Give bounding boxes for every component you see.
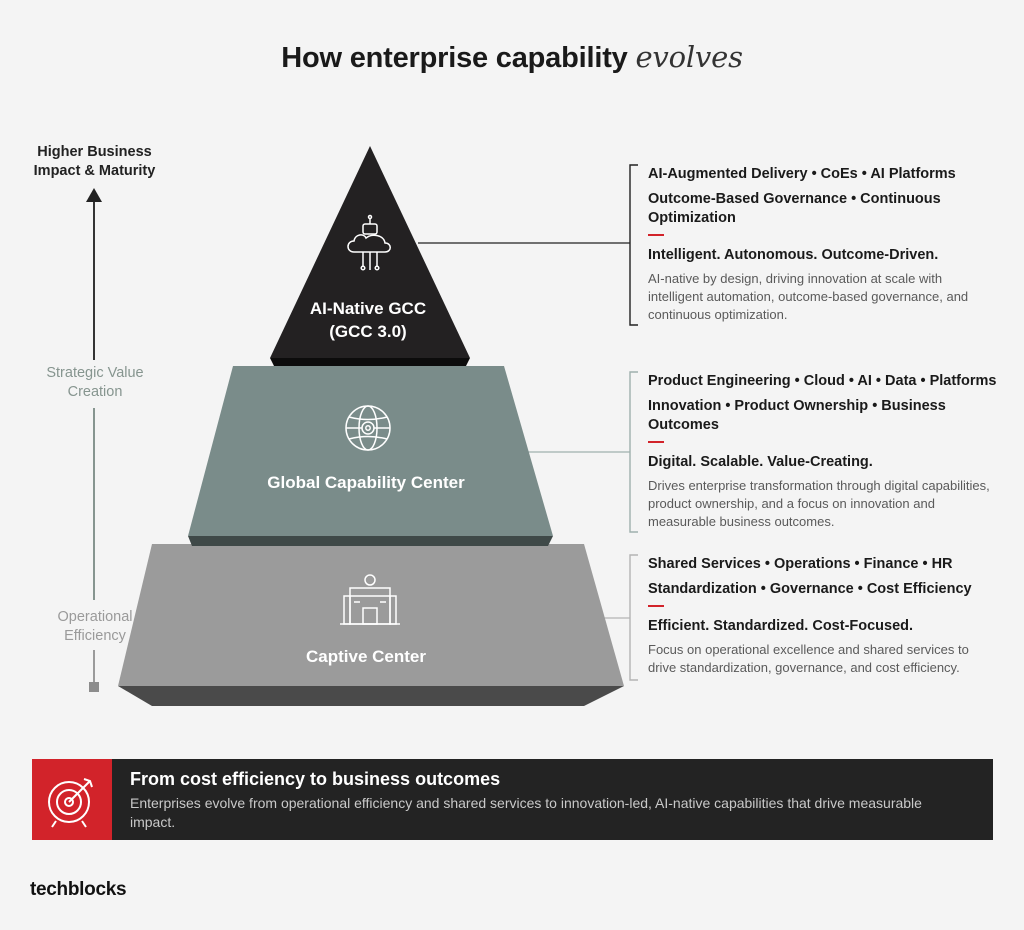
tier-1-keywords-1: AI-Augmented Delivery • CoEs • AI Platfo… (648, 166, 956, 182)
globe-gear-icon (345, 405, 391, 451)
banner-text: Enterprises evolve from operational effi… (130, 795, 922, 830)
tier-3-keywords-1: Shared Services • Operations • Finance •… (648, 556, 953, 572)
tier-3-face (118, 544, 624, 686)
tier-global-capability-center (188, 366, 553, 546)
tier-3-accent-dash (648, 605, 664, 607)
brand-logo: techblocks (30, 879, 127, 900)
tier-1-description: AI-native by design, driving innovation … (648, 271, 969, 322)
tier-3-base (118, 686, 624, 706)
tier-2-base (188, 536, 553, 546)
tier-1-base (270, 358, 470, 366)
tier-2-accent-dash (648, 441, 664, 443)
tier-2-face (188, 366, 553, 536)
bracket-tier-2 (629, 371, 638, 533)
tier-1-label: AI-Native GCC (GCC 3.0) (309, 299, 427, 341)
tier-3-tagline: Efficient. Standardized. Cost-Focused. (648, 618, 914, 634)
tier-3-label: Captive Center (306, 647, 426, 666)
tier-3-keywords-2: Standardization • Governance • Cost Effi… (648, 581, 972, 597)
axis-bottom-label: Operational Efficiency (57, 609, 133, 644)
tier-2-description: Drives enterprise transformation through… (648, 478, 990, 529)
bracket-tier-3 (629, 554, 638, 681)
axis-base-marker (89, 682, 99, 692)
banner-icon-box (32, 759, 112, 840)
summary-banner: From cost efficiency to business outcome… (32, 759, 993, 840)
axis-arrowhead-icon (86, 188, 102, 202)
bracket-tier-1 (629, 164, 638, 326)
target-arrow-icon (48, 778, 93, 828)
tier-2-label: Global Capability Center (267, 473, 465, 492)
tier-2-keywords-1: Product Engineering • Cloud • AI • Data … (648, 373, 997, 389)
tier-3-details: Shared Services • Operations • Finance •… (648, 555, 998, 677)
factory-building-icon (340, 574, 400, 625)
maturity-axis (86, 188, 102, 692)
title-emphasis: evolves (635, 40, 743, 74)
tier-1-tagline: Intelligent. Autonomous. Outcome-Driven. (648, 247, 939, 263)
tier-captive-center (118, 544, 624, 706)
axis-top-label: Higher Business Impact & Maturity (33, 144, 156, 179)
tier-1-details: AI-Augmented Delivery • CoEs • AI Platfo… (648, 165, 998, 324)
title-main: How enterprise capability (281, 42, 628, 74)
tier-2-tagline: Digital. Scalable. Value-Creating. (648, 454, 873, 470)
tier-3-description: Focus on operational excellence and shar… (648, 642, 969, 675)
ai-robot-cloud-icon (347, 214, 391, 271)
tier-2-keywords-2: Innovation • Product Ownership • Busines… (648, 398, 946, 433)
banner-title: From cost efficiency to business outcome… (130, 769, 501, 789)
tier-1-keywords-2: Outcome-Based Governance • Continuous Op… (648, 191, 941, 226)
pyramid-diagram (86, 146, 638, 706)
page-title: How enterprise capability evolves (0, 40, 1024, 75)
axis-middle-label: Strategic Value Creation (46, 365, 144, 400)
tier-2-details: Product Engineering • Cloud • AI • Data … (648, 372, 998, 531)
tier-1-accent-dash (648, 234, 664, 236)
